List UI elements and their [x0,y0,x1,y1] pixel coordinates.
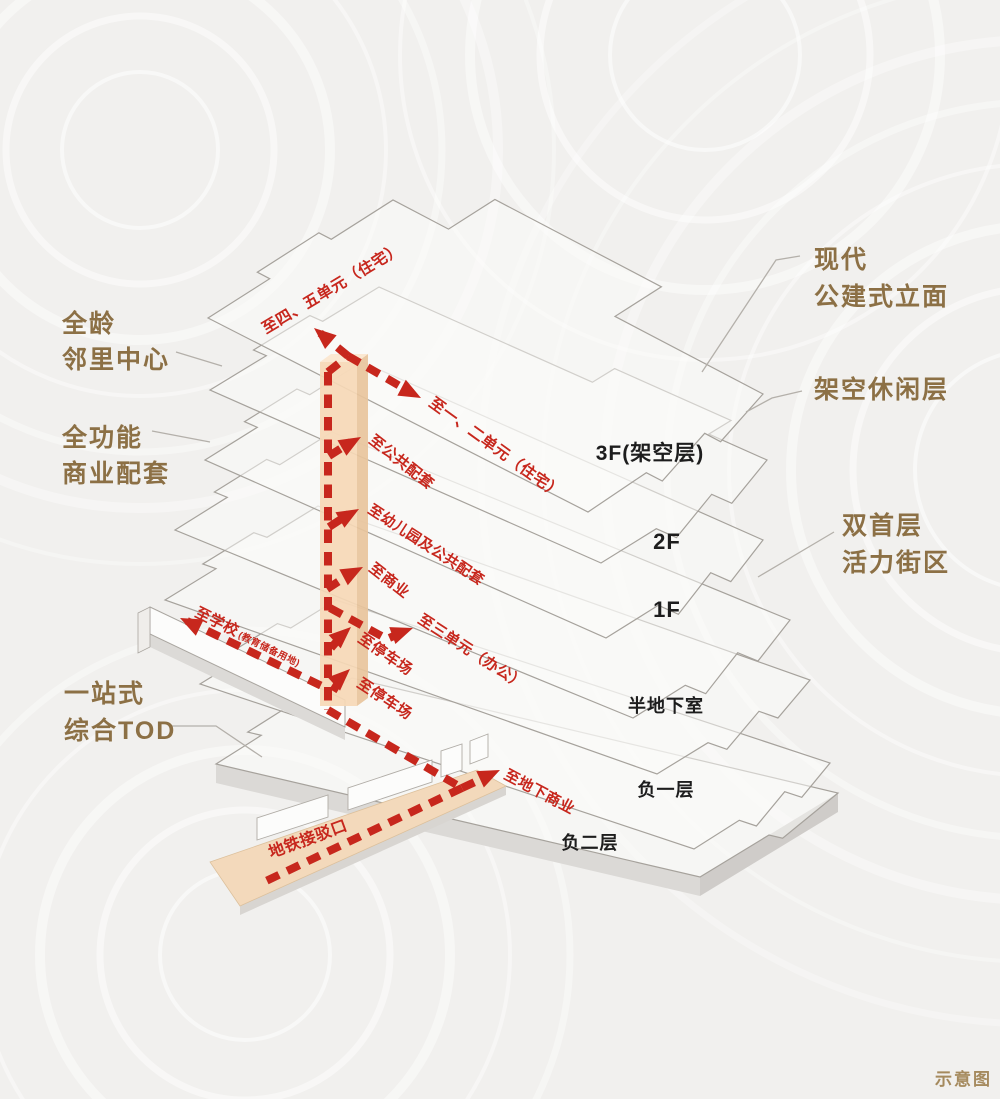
red-circulation-routes [180,328,500,885]
arrowhead-units-1-2 [397,379,421,398]
ripple-arc [465,0,945,295]
callout-stilt-leisure-label: 架空休闲层 [814,375,949,404]
callout-tod-line1: 一站式 [64,680,145,708]
callout-neighborhood-line1: 全龄 [61,309,116,338]
metro-ramp-parapet-4 [469,733,489,765]
metro-ramp-parapet-3 [440,743,463,778]
arrowhead-kindergarten [335,509,359,528]
callout-commercial-line2: 商业配套 [62,459,170,488]
connector-modern-facade [701,255,801,373]
arrowhead-parking-1 [328,627,351,649]
arrowhead-parking-2 [327,669,350,691]
callout-connectors [151,255,835,758]
plate-roof [206,198,764,513]
floor-label-b2: 负二层 [562,832,619,853]
connector-tod [172,725,263,758]
metro-ramp-parapet-2 [347,759,433,811]
floor-label-semi-basement: 半地下室 [628,695,704,716]
arrowhead-public [337,437,361,456]
callout-double-ground-line2: 活力街区 [842,548,950,577]
connector-stilt-leisure [745,390,803,413]
arrowhead-commerce [339,567,363,586]
arrowhead-units-4-5 [314,328,337,350]
school-walkway-end-cap [137,606,151,654]
ripple-arc [96,806,394,1099]
ripple-arc [913,353,1000,587]
ripple-arc [0,0,335,345]
gold-callout-labels: 全龄 邻里中心 全功能 商业配套 一站式 综合TOD 现代 公建式立面 架空休闲… [61,246,950,745]
floor-level-labels: 3F(架空层) 2F 1F 半地下室 负一层 负二层 [562,441,705,853]
ripple-arc [2,12,278,288]
callout-facade-line2: 公建式立面 [814,282,949,311]
ripple-arc [849,287,1000,653]
route-metro-ramp [264,784,464,885]
metro-ramp-side [240,786,506,915]
floor-label-2f: 2F [653,529,681,554]
ripple-arc [398,0,1000,362]
ripple-arc [60,70,220,230]
callout-commercial-line1: 全功能 [61,423,143,452]
route-branch-kindergarten [326,510,352,531]
vertical-core-side [357,354,368,706]
connector-commercial-package [151,430,211,443]
ripple-arc [0,0,503,513]
ripple-arc [536,0,874,224]
ripple-arc [0,626,574,1099]
school-walkway-side [150,634,345,740]
route-branch-public [326,438,354,460]
floor-label-b1: 负一层 [638,779,695,800]
ripple-arc [0,0,388,398]
metro-ramp-parapet-1 [256,794,329,841]
connector-double-ground [757,531,835,578]
ripple-arc [608,0,802,152]
floor-label-1f: 1F [653,597,681,622]
floor-label-3f: 3F(架空层) [596,441,705,465]
arrowhead-unit-3 [389,627,413,644]
callout-double-ground-line1: 双首层 [842,511,923,540]
callout-facade-line1: 现代 [814,246,868,274]
ripple-arc [786,223,1000,717]
route-top-junction [325,352,351,376]
ripple-arc [0,0,556,566]
arrowhead-school [180,618,204,636]
route-school-walkway [185,617,330,693]
b2-slab-side-front [216,764,700,896]
ripple-arc [0,0,446,456]
callout-tod-line2: 综合TOD [64,716,176,745]
watermark-schematic-note: 示意图 [935,1069,992,1089]
callout-neighborhood-line2: 邻里中心 [62,346,170,374]
route-descent-to-b2 [325,706,465,792]
connector-neighborhood-center [175,351,223,367]
arrowhead-underground-commerce [476,770,500,788]
route-arrow-units-1-2 [345,352,415,397]
